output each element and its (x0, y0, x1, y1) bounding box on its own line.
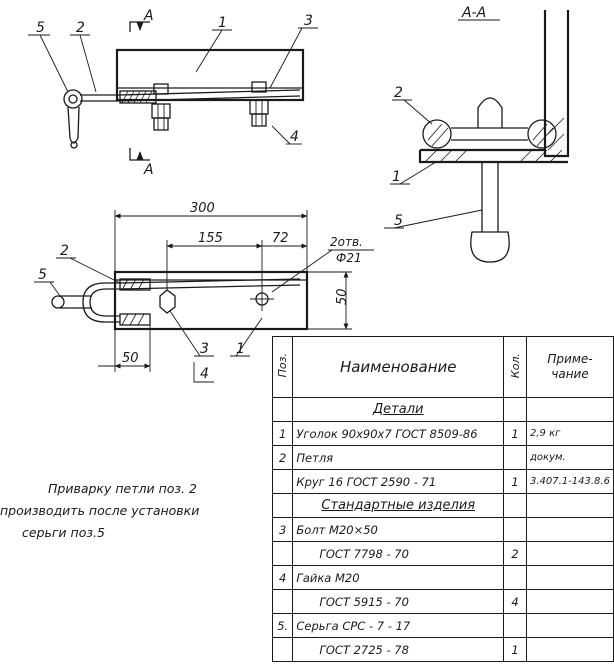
callout-3-top: 3 (304, 13, 313, 29)
callout-2-section: 2 (394, 85, 403, 101)
section-standard-items: Стандартные изделия (292, 493, 505, 518)
table-row: 2 Петля докум. (271, 445, 614, 470)
table-row: Детали (271, 397, 614, 422)
callout-1-plan: 1 (236, 341, 245, 357)
cut-mark-top: А (143, 8, 154, 24)
holes-note-diameter: Ф21 (336, 251, 362, 265)
table-row: ГОСТ 5915 - 70 4 (271, 589, 614, 614)
callout-5-section: 5 (394, 213, 403, 229)
note-line-3: серьги поз.5 (22, 525, 105, 540)
side-view: А А 5 2 1 3 4 (28, 8, 318, 178)
header-note: Приме- чание (526, 336, 614, 398)
table-row: 1 Уголок 90х90х7 ГОСТ 8509-86 1 2,9 кг (271, 421, 614, 446)
specification-table: Поз. Наименование Кол. Приме- чание Дета… (271, 336, 614, 662)
note-line-2: производить после установки (0, 503, 200, 518)
callout-2-top: 2 (76, 20, 85, 36)
plan-view: 300 155 72 50 50 2отв. Ф21 2 5 3 4 (34, 201, 374, 383)
dim-loop-length: 50 (122, 351, 139, 366)
welding-note: Приварку петли поз. 2 производить после … (0, 478, 270, 544)
header-qty: Кол. (503, 336, 528, 398)
note-line-1: Приварку петли поз. 2 (48, 481, 197, 496)
table-row: 5. Серьга СРС - 7 - 17 (271, 613, 614, 638)
dim-width: 50 (335, 288, 350, 305)
table-row: ГОСТ 7798 - 70 2 (271, 541, 614, 566)
header-pos: Поз. (271, 336, 294, 398)
table-row: 3 Болт М20×50 (271, 517, 614, 542)
table-row: Стандартные изделия (271, 493, 614, 518)
callout-4-top: 4 (290, 129, 299, 145)
callout-1-section: 1 (392, 169, 401, 185)
header-name: Наименование (292, 336, 505, 398)
table-row: 4 Гайка М20 (271, 565, 614, 590)
callout-2-plan: 2 (60, 243, 69, 259)
callout-1-top: 1 (218, 15, 227, 31)
table-row: ГОСТ 2725 - 78 1 (271, 637, 614, 662)
table-row: Круг 16 ГОСТ 2590 - 71 1 3.407.1-143.8.6 (271, 469, 614, 494)
cut-mark-bottom: А (143, 162, 154, 178)
spec-header-row: Поз. Наименование Кол. Приме- чание (271, 336, 614, 398)
dim-hole-spacing-b: 72 (272, 231, 289, 246)
callout-4-plan: 4 (200, 366, 209, 382)
section-label: А-А (461, 5, 486, 21)
dim-hole-spacing-a: 155 (198, 231, 223, 246)
section-a-a: А-А 2 1 5 (384, 5, 570, 263)
dim-overall: 300 (190, 201, 215, 216)
holes-note-count: 2отв. (330, 235, 363, 249)
callout-5-top: 5 (36, 20, 45, 36)
section-details: Детали (292, 397, 505, 422)
callout-5-plan: 5 (38, 267, 47, 283)
callout-3-plan: 3 (200, 341, 209, 357)
